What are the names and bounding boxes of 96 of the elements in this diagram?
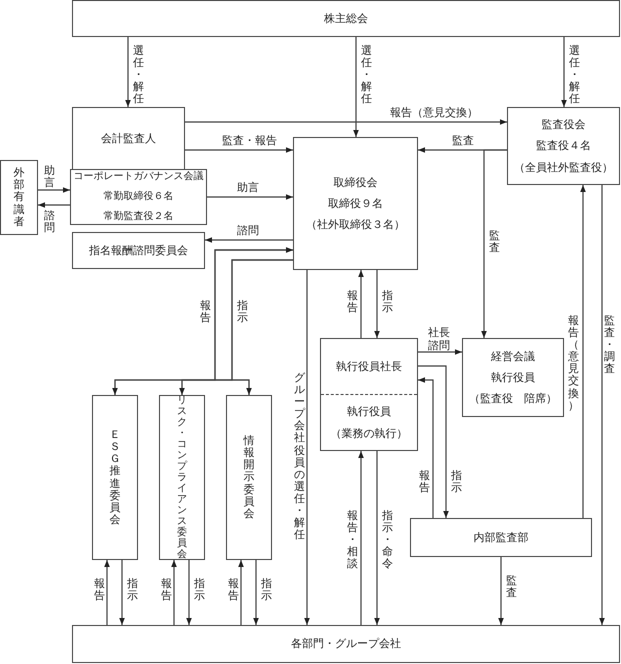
org-box: [72, 107, 185, 170]
node-label: コーポレートガバナンス会議: [74, 171, 204, 183]
arrow: [171, 560, 177, 625]
edge-label: 選任・解任: [133, 45, 144, 106]
edge-label: 報告・相談: [347, 510, 358, 570]
org-box: [72, 625, 620, 663]
edge-label: 諮問: [44, 210, 55, 234]
edge-label: 監査: [506, 575, 517, 600]
arrow: [38, 202, 70, 208]
node-label: 各部門・グループ会社: [291, 637, 401, 651]
node-label: 常勤監査役２名: [104, 211, 174, 223]
edge-label: 指示: [127, 578, 138, 602]
arrow: [238, 560, 244, 625]
arrow: [304, 270, 310, 625]
arrow: [418, 365, 449, 518]
org-box: [72, 0, 620, 37]
edge-label: 選任・解任: [361, 45, 372, 106]
arrow: [119, 560, 125, 625]
node-label: 取締役９名: [328, 196, 383, 210]
edge-label: 報告: [228, 578, 239, 602]
arrow: [185, 119, 507, 125]
edge-label: 監査・調査: [604, 315, 615, 376]
node-label: 指名報酬諮問委員会: [89, 244, 188, 258]
edge-label: 選任・解任: [569, 45, 580, 106]
arrow: [185, 147, 293, 153]
arrow: [231, 259, 293, 395]
node-label: リスク・コンプライアンス委員会: [177, 395, 187, 560]
edge-label: 監査: [489, 230, 500, 254]
edge-label: 監査・報告: [222, 134, 277, 148]
node-label: ＥＳＧ推進委員会: [110, 429, 120, 526]
edge-label: 指示: [451, 470, 462, 494]
edge-label: 報告（意見交換）: [568, 315, 579, 412]
arrow: [186, 560, 192, 625]
node-label: （全員社外監査役）: [514, 160, 613, 174]
edge-label: 報告: [347, 290, 358, 314]
arrow: [38, 187, 70, 193]
edge-label: グループ会社役員の選任・解任: [294, 372, 305, 542]
edge-label: 助言: [44, 165, 55, 190]
arrow: [358, 451, 364, 625]
node-label: 執行役員社長: [336, 360, 402, 374]
node-label: 取締役会: [334, 176, 378, 189]
arrow: [580, 185, 586, 518]
org-box: [226, 395, 272, 560]
arrow: [599, 185, 605, 625]
arrow: [498, 557, 504, 625]
arrow: [104, 560, 110, 625]
edge-label: 指示・命令: [382, 510, 393, 570]
edge-label: 指示: [237, 300, 248, 324]
arrow: [353, 37, 359, 137]
org-box: [70, 169, 207, 225]
org-box: [159, 395, 205, 560]
edge-label: 報告: [419, 470, 430, 494]
edge-label: 報告（意見交換）: [390, 106, 478, 120]
node-label: 内部監査部: [474, 530, 528, 544]
node-label: 執行役員: [491, 370, 535, 384]
arrow: [125, 37, 131, 107]
node-label: 外部有識者: [14, 167, 24, 228]
node-label: （業務の執行）: [330, 427, 408, 440]
node-label: （監査役 陪席）: [469, 392, 557, 406]
org-box: [293, 137, 418, 270]
arrow: [418, 377, 434, 518]
edge-label: 報告: [161, 578, 172, 602]
node-label: （社外取締役３名）: [306, 218, 405, 232]
node-label: 情報開示委員会: [244, 435, 254, 520]
org-box: [72, 232, 205, 269]
edge-label: 指示: [194, 578, 205, 602]
node-label: 監査役会: [542, 118, 586, 132]
edge-label: 社長諮問: [428, 326, 450, 352]
edge-label: 指示: [261, 578, 272, 602]
arrow: [358, 270, 364, 338]
edge-label: 助言: [237, 181, 259, 194]
arrow: [205, 237, 293, 243]
edge-label: 報告: [200, 300, 211, 324]
edge-label: 報告: [94, 578, 105, 602]
node-label: 常勤取締役６名: [104, 191, 174, 203]
arrow: [374, 270, 380, 338]
org-box: [92, 395, 138, 560]
node-label: 株主総会: [324, 12, 368, 26]
org-box: [0, 160, 38, 235]
arrow: [253, 560, 259, 625]
org-box: [507, 107, 620, 185]
arrow: [561, 37, 567, 107]
edge-label: 指示: [382, 290, 393, 314]
edge-label: 監査: [452, 134, 474, 148]
org-box: [410, 518, 592, 557]
org-box: [462, 338, 564, 417]
edge-label: 諮問: [237, 224, 259, 238]
node-label: 監査役４名: [536, 139, 591, 153]
arrow: [418, 349, 462, 355]
node-label: 経営会議: [491, 350, 535, 363]
node-label: 会計監査人: [101, 132, 156, 146]
org-box: [320, 338, 418, 451]
arrow: [207, 194, 293, 200]
arrow: [374, 451, 380, 625]
node-label: 執行役員: [347, 404, 391, 418]
arrow: [481, 149, 507, 338]
